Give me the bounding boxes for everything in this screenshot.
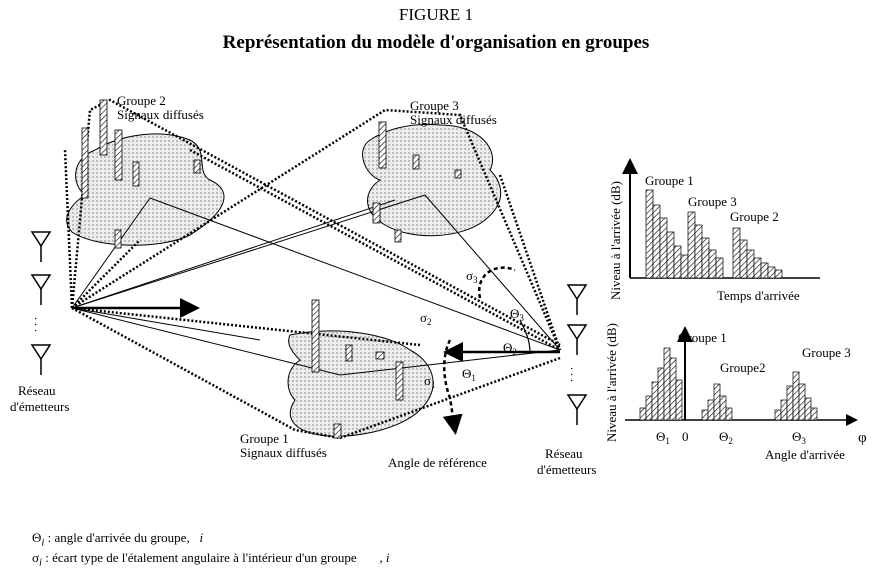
group2-caption: Signaux diffusés [117, 107, 204, 122]
rx-array-label-2: d'émetteurs [537, 462, 596, 477]
rx-antennas [566, 284, 588, 425]
angle-zero-label: 0 [682, 429, 689, 444]
angle-cluster-label-2: Groupe2 [720, 360, 766, 375]
tx-array-label-2: d'émetteurs [10, 399, 69, 414]
angle-plot [625, 326, 858, 426]
time-plot-ylabel: Niveau à l'arrivée (dB) [608, 181, 623, 300]
legend-theta-var: i [199, 530, 204, 545]
group1-name: Groupe 1 [240, 431, 289, 446]
rx-ellipsis: . . . [568, 367, 582, 382]
angle-cluster-label-1: Groupe 1 [678, 330, 727, 345]
time-plot-xlabel: Temps d'arrivée [717, 288, 800, 303]
legend-sigma-sub: i [39, 556, 43, 569]
reference-angle-arc [442, 339, 463, 435]
propagation-lines [71, 194, 561, 376]
group1-cloud [287, 330, 434, 437]
legend-sigma-text: : écart type de l'étalement angulaire à … [42, 550, 357, 565]
legend-theta-symbol: Θ [32, 530, 42, 545]
legend-theta: Θi : angle d'arrivée du groupe, i [32, 530, 203, 549]
reference-angle-label: Angle de référence [388, 455, 487, 470]
tx-array-label-1: Réseau [18, 383, 56, 398]
rx-array-label-1: Réseau [545, 446, 583, 461]
sigma3-arc [477, 266, 516, 299]
time-cluster-label-1: Groupe 1 [645, 173, 694, 188]
angle-plot-ylabel: Niveau à l'arrivée (dB) [604, 323, 619, 442]
angle-tick-theta3: Θ3 [792, 429, 806, 446]
legend-theta-text: : angle d'arrivée du groupe, [44, 530, 190, 545]
sigma2-label: σ2 [420, 310, 432, 327]
group2-name: Groupe 2 [117, 93, 166, 108]
group3-name: Groupe 3 [410, 98, 459, 113]
tx-antennas [30, 231, 52, 375]
time-plot [622, 158, 820, 279]
time-cluster-label-2: Groupe 2 [730, 209, 779, 224]
legend-sigma: σi : écart type de l'étalement angulaire… [32, 550, 389, 569]
legend-theta-sub: i [41, 536, 45, 549]
tx-ellipsis: . . . [32, 317, 46, 332]
legend-sigma-var: , i [379, 550, 390, 565]
figure-title: FIGURE 1 [398, 5, 474, 24]
group3-caption: Signaux diffusés [410, 112, 497, 127]
legend-sigma-symbol: σ [32, 550, 40, 565]
group3-cloud [362, 123, 502, 237]
angle-tick-theta2: Θ2 [719, 429, 733, 446]
theta3-label: Θ3 [510, 306, 524, 323]
angle-plot-xlabel: Angle d'arrivée [765, 447, 845, 462]
group1-caption: Signaux diffusés [240, 445, 327, 460]
theta2-label: Θ2 [503, 340, 517, 357]
theta1-label: Θ1 [462, 366, 476, 383]
time-cluster-label-3: Groupe 3 [688, 194, 737, 209]
theta-arc [519, 319, 531, 353]
angle-cluster-label-3: Groupe 3 [802, 345, 851, 360]
figure-subtitle: Représentation du modèle d'organisation … [222, 32, 650, 53]
angle-axis-symbol: φ [858, 430, 867, 446]
sigma3-label: σ3 [466, 268, 478, 285]
angle-tick-theta1: Θ1 [656, 429, 670, 446]
scatterers [81, 99, 462, 439]
sigma1-label: σ1 [424, 373, 436, 390]
